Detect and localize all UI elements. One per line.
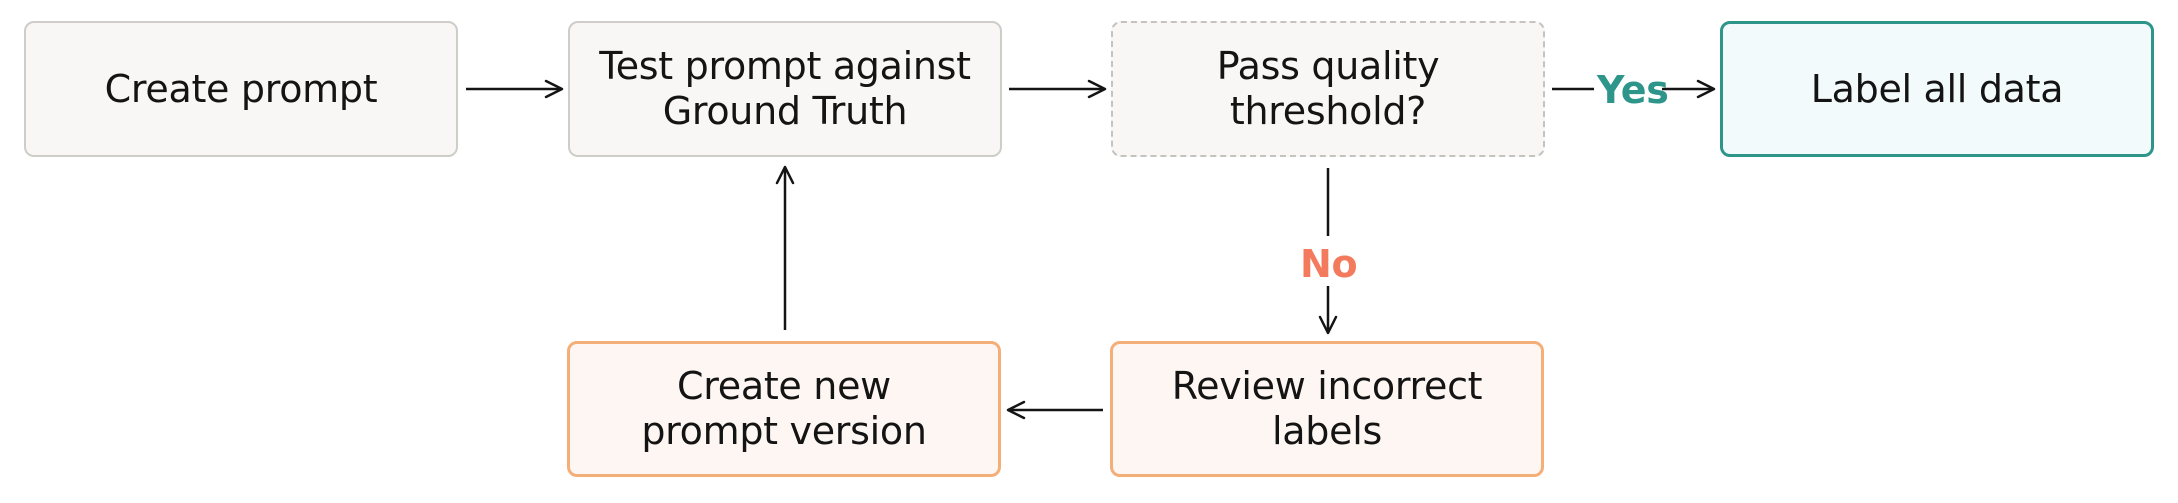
node-create-new-prompt-version: Create new prompt version bbox=[567, 341, 1001, 477]
decision-pass-quality-label: Pass quality threshold? bbox=[1216, 44, 1440, 133]
node-new-version-label: Create new prompt version bbox=[641, 364, 927, 453]
node-label-all-data-label: Label all data bbox=[1810, 66, 2064, 111]
node-create-prompt: Create prompt bbox=[24, 21, 458, 157]
node-test-prompt: Test prompt against Ground Truth bbox=[568, 21, 1002, 157]
node-review-incorrect-labels: Review incorrect labels bbox=[1110, 341, 1544, 477]
node-review-label: Review incorrect labels bbox=[1171, 364, 1483, 453]
decision-pass-quality-threshold: Pass quality threshold? bbox=[1111, 21, 1545, 157]
edge-label-no: No bbox=[1300, 242, 1358, 286]
edge-label-yes: Yes bbox=[1597, 68, 1669, 112]
node-test-prompt-label: Test prompt against Ground Truth bbox=[599, 44, 971, 133]
node-create-prompt-label: Create prompt bbox=[104, 66, 378, 111]
node-label-all-data: Label all data bbox=[1720, 21, 2154, 157]
